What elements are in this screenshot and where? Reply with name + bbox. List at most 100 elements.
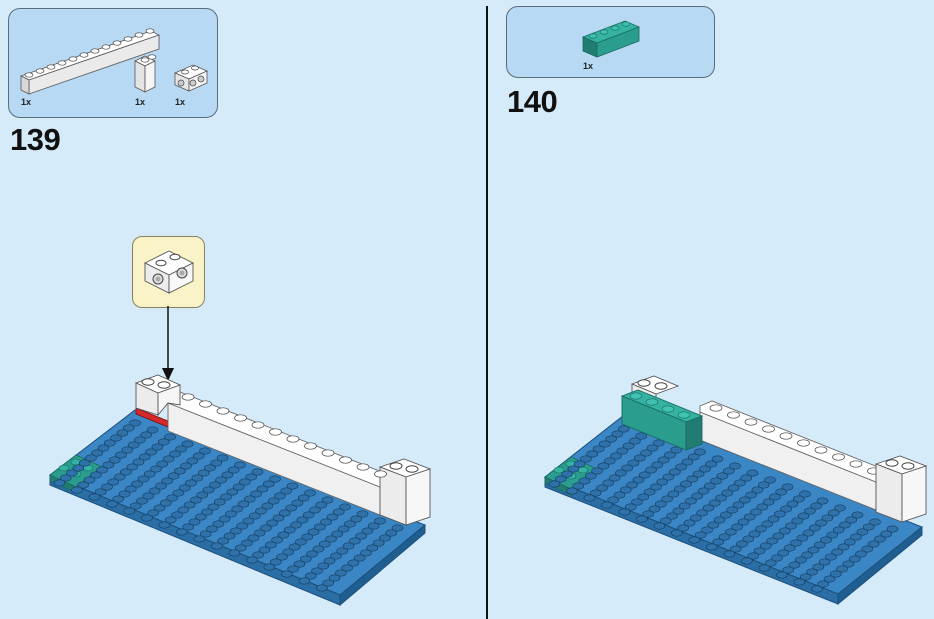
baseplate-stud [218, 515, 231, 523]
baseplate-stud [705, 460, 717, 468]
baseplate-stud [567, 465, 580, 473]
baseplate-stud [785, 522, 797, 530]
baseplate-stud [686, 475, 699, 483]
baseplate-stud [191, 474, 204, 482]
page-divider [486, 6, 488, 619]
baseplate-stud [374, 517, 386, 525]
baseplate-stud [266, 519, 278, 527]
baseplate-stud [237, 500, 250, 508]
baseplate-stud [206, 525, 218, 533]
baseplate-stud [248, 512, 261, 520]
baseplate-stud [307, 528, 320, 536]
baseplate-stud [664, 451, 676, 459]
baseplate-stud [158, 521, 171, 529]
baseplate-stud [650, 483, 662, 491]
wall-stud [832, 453, 845, 461]
baseplate-stud [341, 564, 353, 572]
baseplate-stud [635, 432, 647, 440]
baseplate-stud [843, 538, 856, 546]
baseplate-stud [769, 493, 781, 501]
baseplate-stud [677, 524, 689, 532]
baseplate-stud [669, 468, 681, 476]
baseplate-stud [195, 513, 207, 521]
baseplate-stud [818, 558, 831, 566]
baseplate-stud [180, 462, 192, 470]
baseplate-stud [740, 474, 752, 482]
baseplate-stud [147, 509, 159, 517]
baseplate-stud [548, 480, 561, 488]
baseplate-stud [321, 496, 334, 504]
baseplate-stud [145, 448, 157, 456]
baseplate-stud [121, 446, 134, 454]
baseplate-stud [771, 554, 783, 562]
baseplate-stud [279, 509, 291, 517]
baseplate-stud [615, 469, 627, 477]
baseplate-stud [760, 542, 772, 550]
baseplate-stud [59, 474, 72, 482]
baseplate-stud [213, 498, 226, 506]
wall-stud [216, 407, 230, 415]
baseplate-stud [618, 508, 631, 516]
baseplate-stud [211, 542, 223, 550]
baseplate-stud [348, 537, 361, 545]
baseplate-stud [767, 515, 780, 523]
baseplate-stud [829, 570, 842, 578]
baseplate-stud [342, 542, 355, 550]
baseplate-stud [301, 533, 314, 541]
baseplate-stud [554, 475, 567, 483]
baseplate-stud [97, 444, 110, 452]
baseplate-stud [331, 530, 344, 538]
wall-stud [286, 435, 300, 443]
baseplate-stud [120, 468, 132, 476]
baseplate-stud [143, 470, 156, 478]
baseplate-stud [656, 478, 668, 486]
baseplate-stud [659, 517, 672, 525]
baseplate-stud [566, 487, 578, 495]
baseplate-stud [197, 469, 210, 477]
baseplate-stud [758, 564, 771, 572]
baseplate-stud [707, 521, 720, 529]
baseplate-stud [297, 494, 310, 502]
wall-stud [356, 463, 370, 471]
baseplate-stud [584, 472, 597, 480]
baseplate-stud [312, 545, 325, 553]
baseplate-stud [816, 497, 829, 505]
baseplate-stud [826, 531, 839, 539]
baseplate-stud [756, 503, 769, 511]
baseplate-stud [166, 494, 178, 502]
baseplate-stud [304, 489, 316, 497]
baseplate-stud [385, 529, 398, 537]
baseplate-stud [725, 528, 737, 536]
baseplate-stud [741, 557, 753, 565]
baseplate-stud [241, 539, 253, 547]
baseplate-stud [793, 578, 806, 586]
baseplate-stud [597, 462, 610, 470]
baseplate-stud [856, 528, 869, 536]
baseplate-stud [190, 496, 202, 504]
baseplate-stud [306, 550, 318, 558]
baseplate-stud [839, 521, 851, 529]
baseplate-stud [622, 442, 635, 450]
baseplate-stud [217, 537, 229, 545]
wall-stud [779, 432, 793, 440]
baseplate-stud [706, 543, 718, 551]
baseplate-stud [91, 449, 104, 457]
baseplate-stud [755, 525, 767, 533]
baseplate-stud [723, 550, 736, 558]
wall-stud [762, 425, 775, 433]
callout-brick-image [143, 250, 195, 294]
baseplate-stud [209, 481, 221, 489]
baseplate-stud [286, 482, 299, 490]
baseplate-stud [621, 464, 633, 472]
baseplate-stud [156, 460, 169, 468]
baseplate-stud [817, 580, 830, 588]
baseplate-stud [291, 499, 304, 507]
baseplate-stud [318, 540, 331, 548]
baseplate-stud [89, 471, 102, 479]
baseplate-stud [339, 503, 351, 511]
baseplate-stud [697, 487, 710, 495]
baseplate-stud [764, 559, 777, 567]
baseplate-stud [207, 503, 220, 511]
baseplate-stud [129, 502, 142, 510]
baseplate-stud [811, 585, 823, 593]
